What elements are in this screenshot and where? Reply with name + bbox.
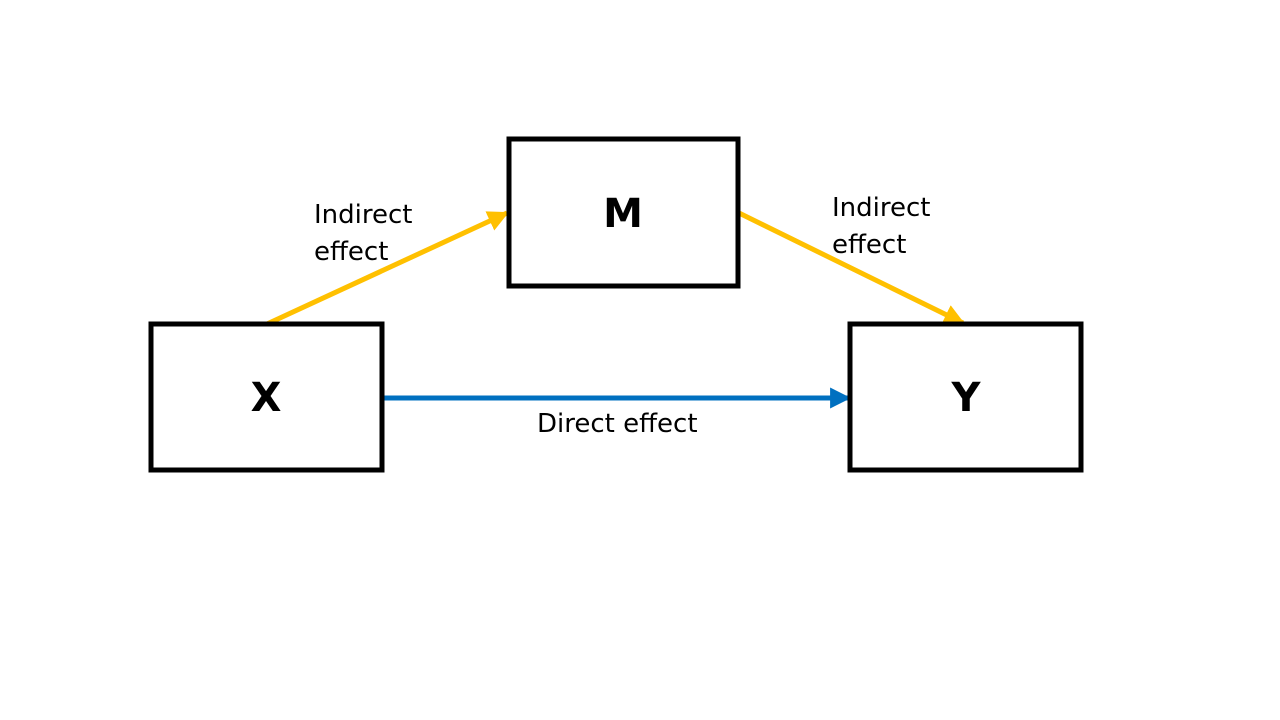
edge-x-to-m-label-line2: effect xyxy=(314,237,388,267)
node-x-box xyxy=(148,321,385,473)
edge-m-to-y-label-line1: Indirect xyxy=(832,193,930,223)
node-y: Y xyxy=(847,321,1084,473)
edge-x-to-m-label: Indirect effect xyxy=(314,200,412,267)
node-m-box xyxy=(506,136,741,289)
node-m-label: M xyxy=(603,191,643,237)
edge-m-to-y-label: Indirect effect xyxy=(832,193,930,260)
node-m: M xyxy=(506,136,741,289)
edge-x-to-m-label-line1: Indirect xyxy=(314,200,412,230)
node-y-label: Y xyxy=(951,375,982,421)
edge-x-to-m xyxy=(265,210,509,327)
node-x: X xyxy=(148,321,385,473)
node-x-label: X xyxy=(251,375,282,421)
node-y-box xyxy=(847,321,1084,473)
edge-m-to-y xyxy=(737,210,965,326)
edge-x-to-y-label: Direct effect xyxy=(537,409,698,439)
edge-m-to-y-label-line2: effect xyxy=(832,230,906,260)
